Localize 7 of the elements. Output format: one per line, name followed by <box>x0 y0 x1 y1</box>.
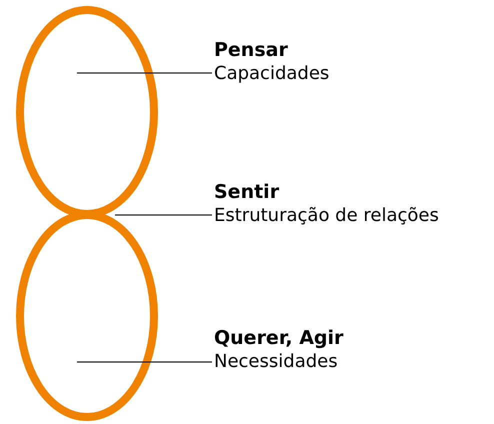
heading: Pensar <box>214 38 289 62</box>
leader-line <box>76 72 212 74</box>
description: Necessidades <box>214 350 339 374</box>
heading: Sentir <box>214 180 280 204</box>
heading: Querer, Agir <box>214 326 344 350</box>
description: Capacidades <box>214 62 330 86</box>
description: Estruturação de relações <box>214 204 439 228</box>
